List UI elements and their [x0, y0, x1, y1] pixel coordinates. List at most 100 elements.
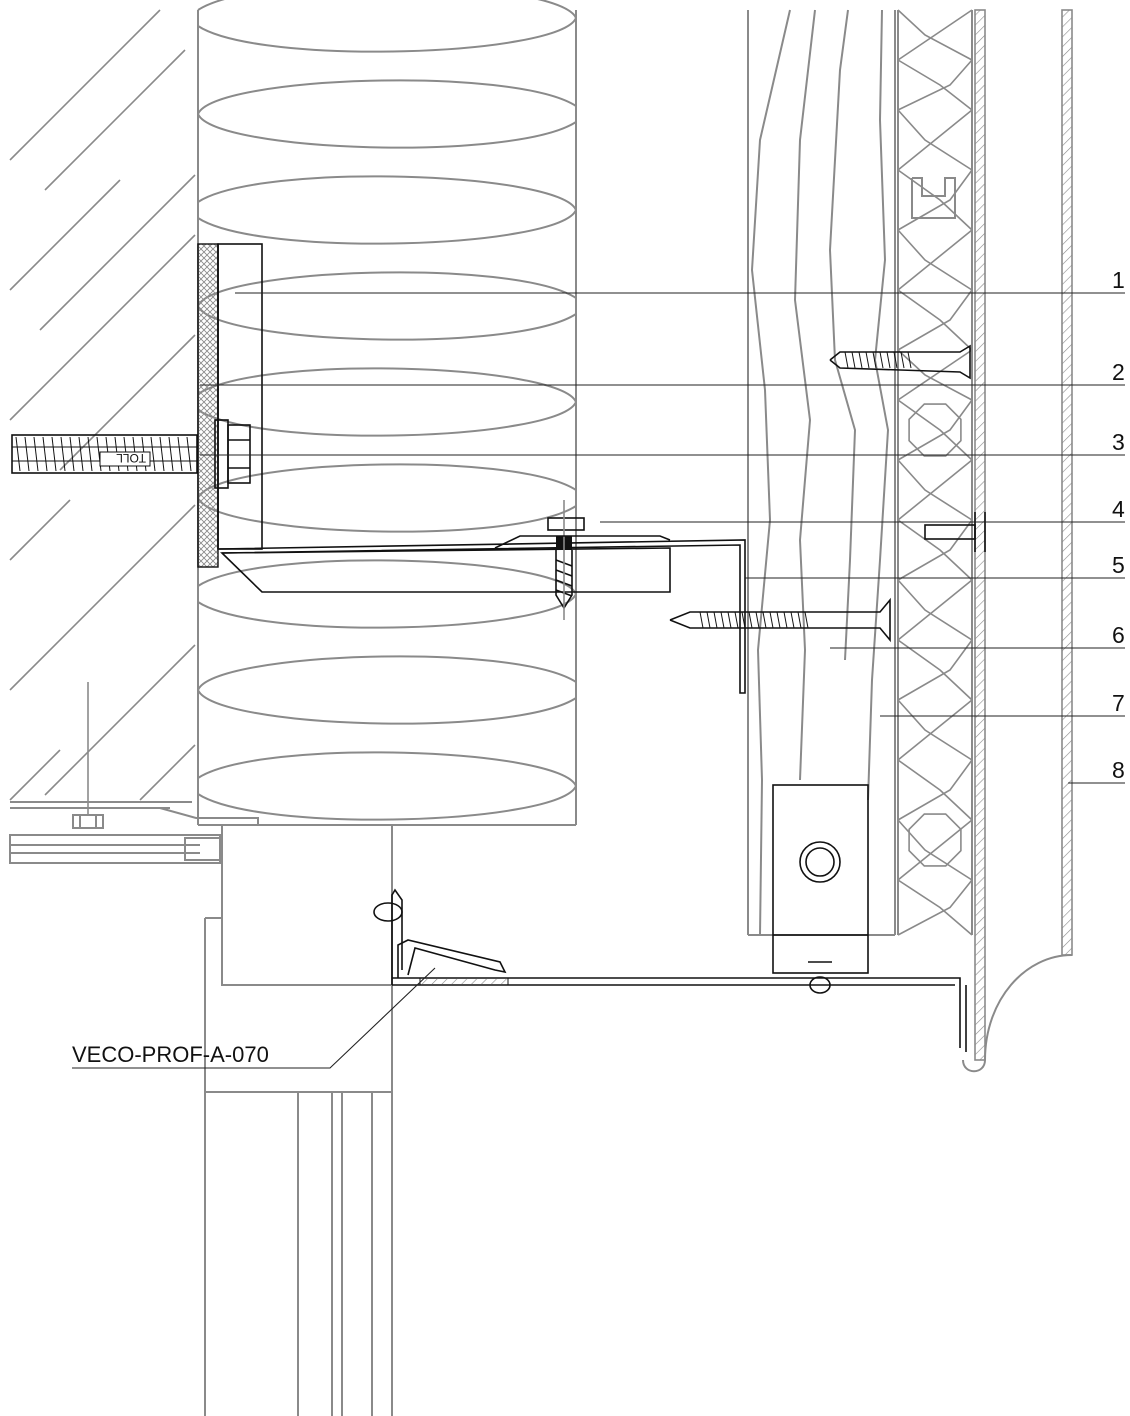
screw-thread	[865, 351, 870, 369]
board-fibre	[897, 879, 973, 936]
board-fibre	[897, 169, 973, 231]
thread-line	[87, 436, 93, 472]
screw-thread	[734, 611, 739, 629]
screw-thread	[720, 611, 725, 629]
screw-thread	[879, 351, 884, 369]
board-fibre	[897, 639, 973, 701]
callout-3: 3	[1112, 429, 1125, 455]
board-fibre	[897, 759, 973, 821]
board-fibre	[897, 229, 973, 291]
callouts: 1 2 3 4 5 6 7 8 VECO-PROF-A-070	[72, 267, 1125, 1067]
callout-1: 1	[1112, 267, 1125, 293]
screw-thread	[900, 351, 905, 369]
board-fibre	[897, 349, 973, 401]
board-fibre	[897, 9, 973, 61]
batten-screw-lower	[669, 597, 891, 643]
thread-line	[60, 436, 66, 472]
thread-line	[150, 436, 156, 472]
insulation-loop	[197, 751, 578, 821]
board-fibre	[897, 459, 973, 521]
board-fibre	[897, 639, 973, 701]
board-fibre	[897, 459, 973, 521]
insulation-loop	[197, 0, 578, 53]
board-fibre	[897, 399, 973, 461]
profile-label: VECO-PROF-A-070	[72, 1042, 269, 1067]
board-fibre	[897, 699, 973, 761]
callout-2: 2	[1112, 359, 1125, 385]
insulation-loop	[196, 463, 577, 533]
concrete-wall	[9, 9, 196, 815]
insulation-loop	[196, 271, 577, 341]
screw-thread	[858, 351, 863, 369]
timber-battens	[747, 9, 896, 936]
board-fibre	[897, 109, 973, 171]
board-fibre	[897, 699, 973, 761]
batten-screw-upper	[829, 344, 971, 380]
insulation-loop	[197, 559, 578, 629]
wall-bracket	[197, 243, 746, 694]
callout-6: 6	[1112, 622, 1125, 648]
thread-line	[24, 436, 30, 472]
facade-panel	[962, 9, 1073, 1073]
screw-thread	[769, 611, 774, 629]
screw-thread	[762, 611, 767, 629]
insulation-loop	[196, 79, 577, 149]
screw-thread	[797, 611, 802, 629]
board-fibre	[897, 579, 973, 641]
callout-4: 4	[1112, 496, 1125, 522]
screw-thread	[741, 611, 746, 629]
screw-thread	[713, 611, 718, 629]
board-fibre	[897, 879, 973, 936]
board-fibre	[897, 759, 973, 821]
cill-profile	[72, 888, 967, 1069]
thread-line	[33, 436, 39, 472]
board-fibre	[897, 519, 973, 581]
board-fibre	[897, 349, 973, 401]
screw-thread	[748, 611, 753, 629]
screw-thread	[804, 611, 809, 629]
thread-line	[42, 436, 48, 472]
bottom-support	[772, 784, 869, 994]
board-joint	[911, 177, 956, 219]
panel-fixing	[924, 512, 986, 552]
screw-thread	[776, 611, 781, 629]
board-fibre	[897, 519, 973, 581]
screw-thread	[893, 351, 898, 369]
board-fibre	[897, 169, 973, 231]
board-fibre	[897, 289, 973, 351]
screw-thread	[699, 611, 704, 629]
board-fibre	[897, 229, 973, 291]
mineral-wool-insulation	[196, 0, 578, 826]
thread-line	[159, 436, 165, 472]
thread-line	[51, 436, 57, 472]
insulation-loop	[196, 655, 577, 725]
board-fibre	[897, 819, 973, 881]
screw-thread	[783, 611, 788, 629]
board-fibre	[897, 399, 973, 461]
anchor-bolt: TOLL	[11, 419, 251, 489]
board-octagon	[908, 403, 962, 457]
callout-5: 5	[1112, 552, 1125, 578]
screw-thread	[907, 351, 912, 369]
thread-line	[177, 436, 183, 472]
screw-thread	[790, 611, 795, 629]
board-fibre	[897, 579, 973, 641]
screw-thread	[872, 351, 877, 369]
board-fibre	[897, 59, 973, 111]
board-layer	[897, 9, 973, 936]
anchor-text: TOLL	[116, 451, 146, 465]
window-frame	[9, 801, 393, 1416]
thread-line	[69, 436, 75, 472]
screw-thread	[755, 611, 760, 629]
insulation-loop	[197, 367, 578, 437]
board-fibre	[897, 819, 973, 881]
screw-thread	[727, 611, 732, 629]
screw-thread	[706, 611, 711, 629]
board-octagon	[908, 813, 962, 867]
insulation-loop	[197, 175, 578, 245]
screw-thread	[886, 351, 891, 369]
callout-8: 8	[1112, 757, 1125, 783]
board-fibre	[897, 289, 973, 351]
